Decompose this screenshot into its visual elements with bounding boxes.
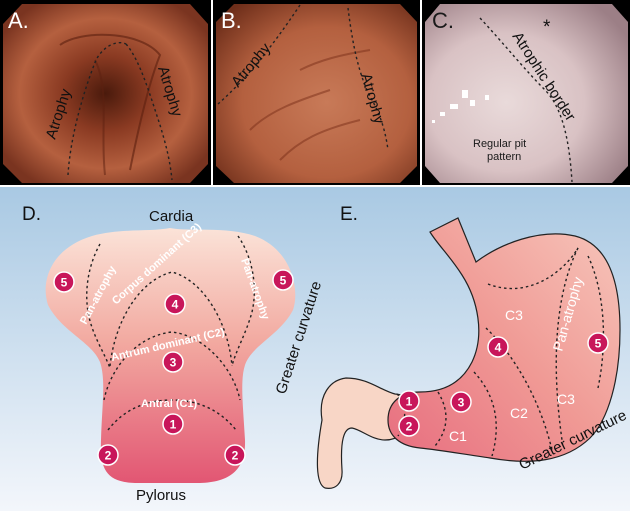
panel-d-marker-5-left: 5 bbox=[54, 272, 74, 292]
svg-text:5: 5 bbox=[595, 337, 602, 351]
panel-c-pit-line1: Regular pit bbox=[473, 138, 526, 150]
panel-c-asterisk: * bbox=[543, 17, 551, 38]
panel-d-marker-1: 1 bbox=[163, 414, 183, 434]
panel-a: A. Atrophy Atrophy bbox=[0, 0, 211, 185]
panel-e-marker-1: 1 bbox=[399, 391, 419, 411]
panel-c-pit-line2: pattern bbox=[487, 151, 521, 163]
panel-b-endoscopy-image bbox=[216, 4, 417, 183]
panel-e-marker-5: 5 bbox=[588, 333, 608, 353]
svg-text:2: 2 bbox=[406, 420, 413, 434]
panel-e-c1-label: C1 bbox=[449, 428, 467, 444]
panel-c-letter: C. bbox=[432, 8, 454, 33]
panel-d-marker-5-right: 5 bbox=[273, 270, 293, 290]
svg-text:4: 4 bbox=[495, 341, 502, 355]
svg-text:1: 1 bbox=[170, 418, 177, 432]
svg-text:5: 5 bbox=[280, 274, 287, 288]
panel-e-letter: E. bbox=[340, 204, 358, 225]
panel-e-marker-3: 3 bbox=[451, 392, 471, 412]
panel-d-marker-3: 3 bbox=[163, 352, 183, 372]
panel-e-marker-4: 4 bbox=[488, 337, 508, 357]
panel-d-marker-2-left: 2 bbox=[98, 445, 118, 465]
panel-d-marker-2-right: 2 bbox=[225, 445, 245, 465]
panel-c-endoscopy-image bbox=[425, 4, 628, 183]
panel-b-letter: B. bbox=[221, 8, 242, 33]
svg-text:2: 2 bbox=[232, 449, 239, 463]
panel-d-antral-label: Antral (C1) bbox=[141, 398, 198, 410]
svg-text:1: 1 bbox=[406, 395, 413, 409]
panel-c: C. * Atrophic border Regular pit pattern bbox=[422, 0, 630, 185]
panel-d-pylorus-label: Pylorus bbox=[136, 487, 186, 504]
panel-d-letter: D. bbox=[22, 204, 41, 225]
panel-a-letter: A. bbox=[8, 8, 29, 33]
panel-e-marker-2: 2 bbox=[399, 416, 419, 436]
panel-e-c3-lower-label: C3 bbox=[557, 391, 575, 407]
panel-b: B. Atrophy Atrophy bbox=[213, 0, 420, 185]
svg-text:4: 4 bbox=[172, 298, 179, 312]
svg-text:3: 3 bbox=[170, 356, 177, 370]
svg-text:3: 3 bbox=[458, 396, 465, 410]
panel-d-cardia-label: Cardia bbox=[149, 208, 194, 225]
panel-e-c3-upper-label: C3 bbox=[505, 307, 523, 323]
panel-e-c2-label: C2 bbox=[510, 405, 528, 421]
svg-text:2: 2 bbox=[105, 449, 112, 463]
svg-text:5: 5 bbox=[61, 276, 68, 290]
panel-d-marker-4: 4 bbox=[165, 294, 185, 314]
